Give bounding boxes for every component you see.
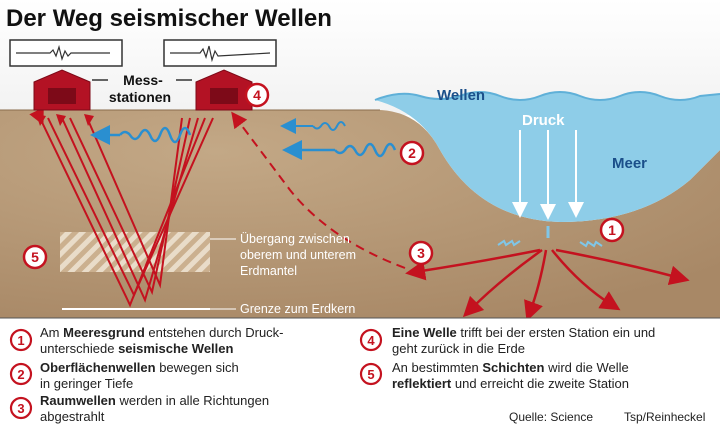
body-wave — [524, 249, 548, 322]
seafloor-wave-origin — [497, 226, 603, 248]
body-wave — [462, 248, 543, 318]
legend-item-3: 3 Raumwellen werden in alle Richtungen a… — [9, 393, 269, 424]
body-wave — [405, 248, 541, 281]
svg-text:3: 3 — [17, 401, 24, 416]
seafloor-squiggle — [579, 240, 603, 248]
station-label-line2: stationen — [109, 89, 171, 105]
station-house-left — [33, 69, 91, 111]
svg-text:4: 4 — [253, 87, 261, 103]
body-wave — [555, 248, 690, 286]
svg-text:5: 5 — [31, 249, 39, 265]
legend-item-2: 2 Oberflächenwellen bewegen sich in geri… — [9, 360, 239, 391]
svg-text:abgestrahlt: abgestrahlt — [40, 409, 105, 424]
reflected-wave-path — [87, 117, 183, 289]
arrowhead — [36, 114, 46, 126]
mantle-label-line1: Übergang zwischen — [240, 232, 350, 246]
legend-item-5: 5 An bestimmten Schichten wird die Welle… — [359, 360, 629, 391]
author-credit: Tsp/Reinheckel — [624, 410, 705, 424]
svg-text:geht zurück in die Erde: geht zurück in die Erde — [392, 341, 525, 356]
svg-text:4: 4 — [367, 333, 375, 348]
body-wave — [551, 249, 621, 311]
svg-text:in geringer Tiefe: in geringer Tiefe — [40, 376, 133, 391]
marker-3: 3 — [408, 240, 434, 266]
svg-text:An bestimmten Schichten wird d: An bestimmten Schichten wird die Welle — [392, 360, 629, 375]
source-credit: Quelle: Science — [509, 410, 593, 424]
sea-wave-surface — [374, 91, 720, 101]
core-boundary-label: Grenze zum Erdkern — [240, 302, 355, 316]
svg-text:Am Meeresgrund entstehen durch: Am Meeresgrund entstehen durch Druck- — [40, 325, 284, 340]
mantle-transition-layer — [60, 232, 210, 272]
station-label-line1: Mess- — [123, 72, 163, 88]
legend-item-4: 4 Eine Welle trifft bei der ersten Stati… — [359, 325, 655, 356]
surface-wave — [119, 126, 192, 144]
svg-text:Eine Welle trifft bei der erst: Eine Welle trifft bei der ersten Station… — [392, 325, 655, 340]
seismograph-left — [9, 39, 123, 67]
marker-2: 2 — [399, 140, 425, 166]
svg-text:1: 1 — [608, 222, 616, 238]
svg-text:reflektiert und erreicht die z: reflektiert und erreicht die zweite Stat… — [392, 376, 629, 391]
surface-wave — [312, 121, 346, 131]
sea-label: Meer — [612, 155, 647, 172]
legend-item-1: 1 Am Meeresgrund entstehen durch Druck- … — [9, 325, 284, 356]
reflected-wave-path — [61, 117, 199, 303]
marker-5: 5 — [22, 244, 48, 270]
direct-wave-dashed — [231, 111, 406, 269]
mantle-label-line3: Erdmantel — [240, 264, 297, 278]
reflected-wave-paths — [29, 107, 214, 308]
svg-text:3: 3 — [417, 245, 425, 261]
marker-4: 4 — [244, 82, 270, 108]
svg-text:Oberflächenwellen bewegen sich: Oberflächenwellen bewegen sich — [40, 360, 239, 375]
arrowhead — [56, 114, 66, 126]
svg-text:2: 2 — [408, 145, 416, 161]
surface-waves — [90, 118, 397, 160]
page-title: Der Weg seismischer Wellen — [6, 5, 332, 32]
reflected-wave-path — [69, 117, 191, 296]
mantle-label-line2: oberem und unterem — [240, 248, 356, 262]
waves-label: Wellen — [437, 87, 485, 104]
seafloor-squiggle — [497, 239, 521, 247]
svg-text:unterschiede seismische Wellen: unterschiede seismische Wellen — [40, 341, 233, 356]
surface-wave — [334, 142, 397, 158]
station-house-right — [195, 69, 253, 111]
reflected-wave-path — [47, 117, 214, 298]
svg-text:Raumwellen werden in alle Rich: Raumwellen werden in alle Richtungen — [40, 393, 269, 408]
pressure-label: Druck — [522, 112, 565, 129]
marker-1: 1 — [599, 217, 625, 243]
body-waves-radiating — [405, 248, 690, 322]
svg-text:2: 2 — [17, 367, 24, 382]
svg-text:5: 5 — [367, 367, 374, 382]
seismograph-right — [163, 39, 277, 67]
svg-text:1: 1 — [17, 333, 24, 348]
